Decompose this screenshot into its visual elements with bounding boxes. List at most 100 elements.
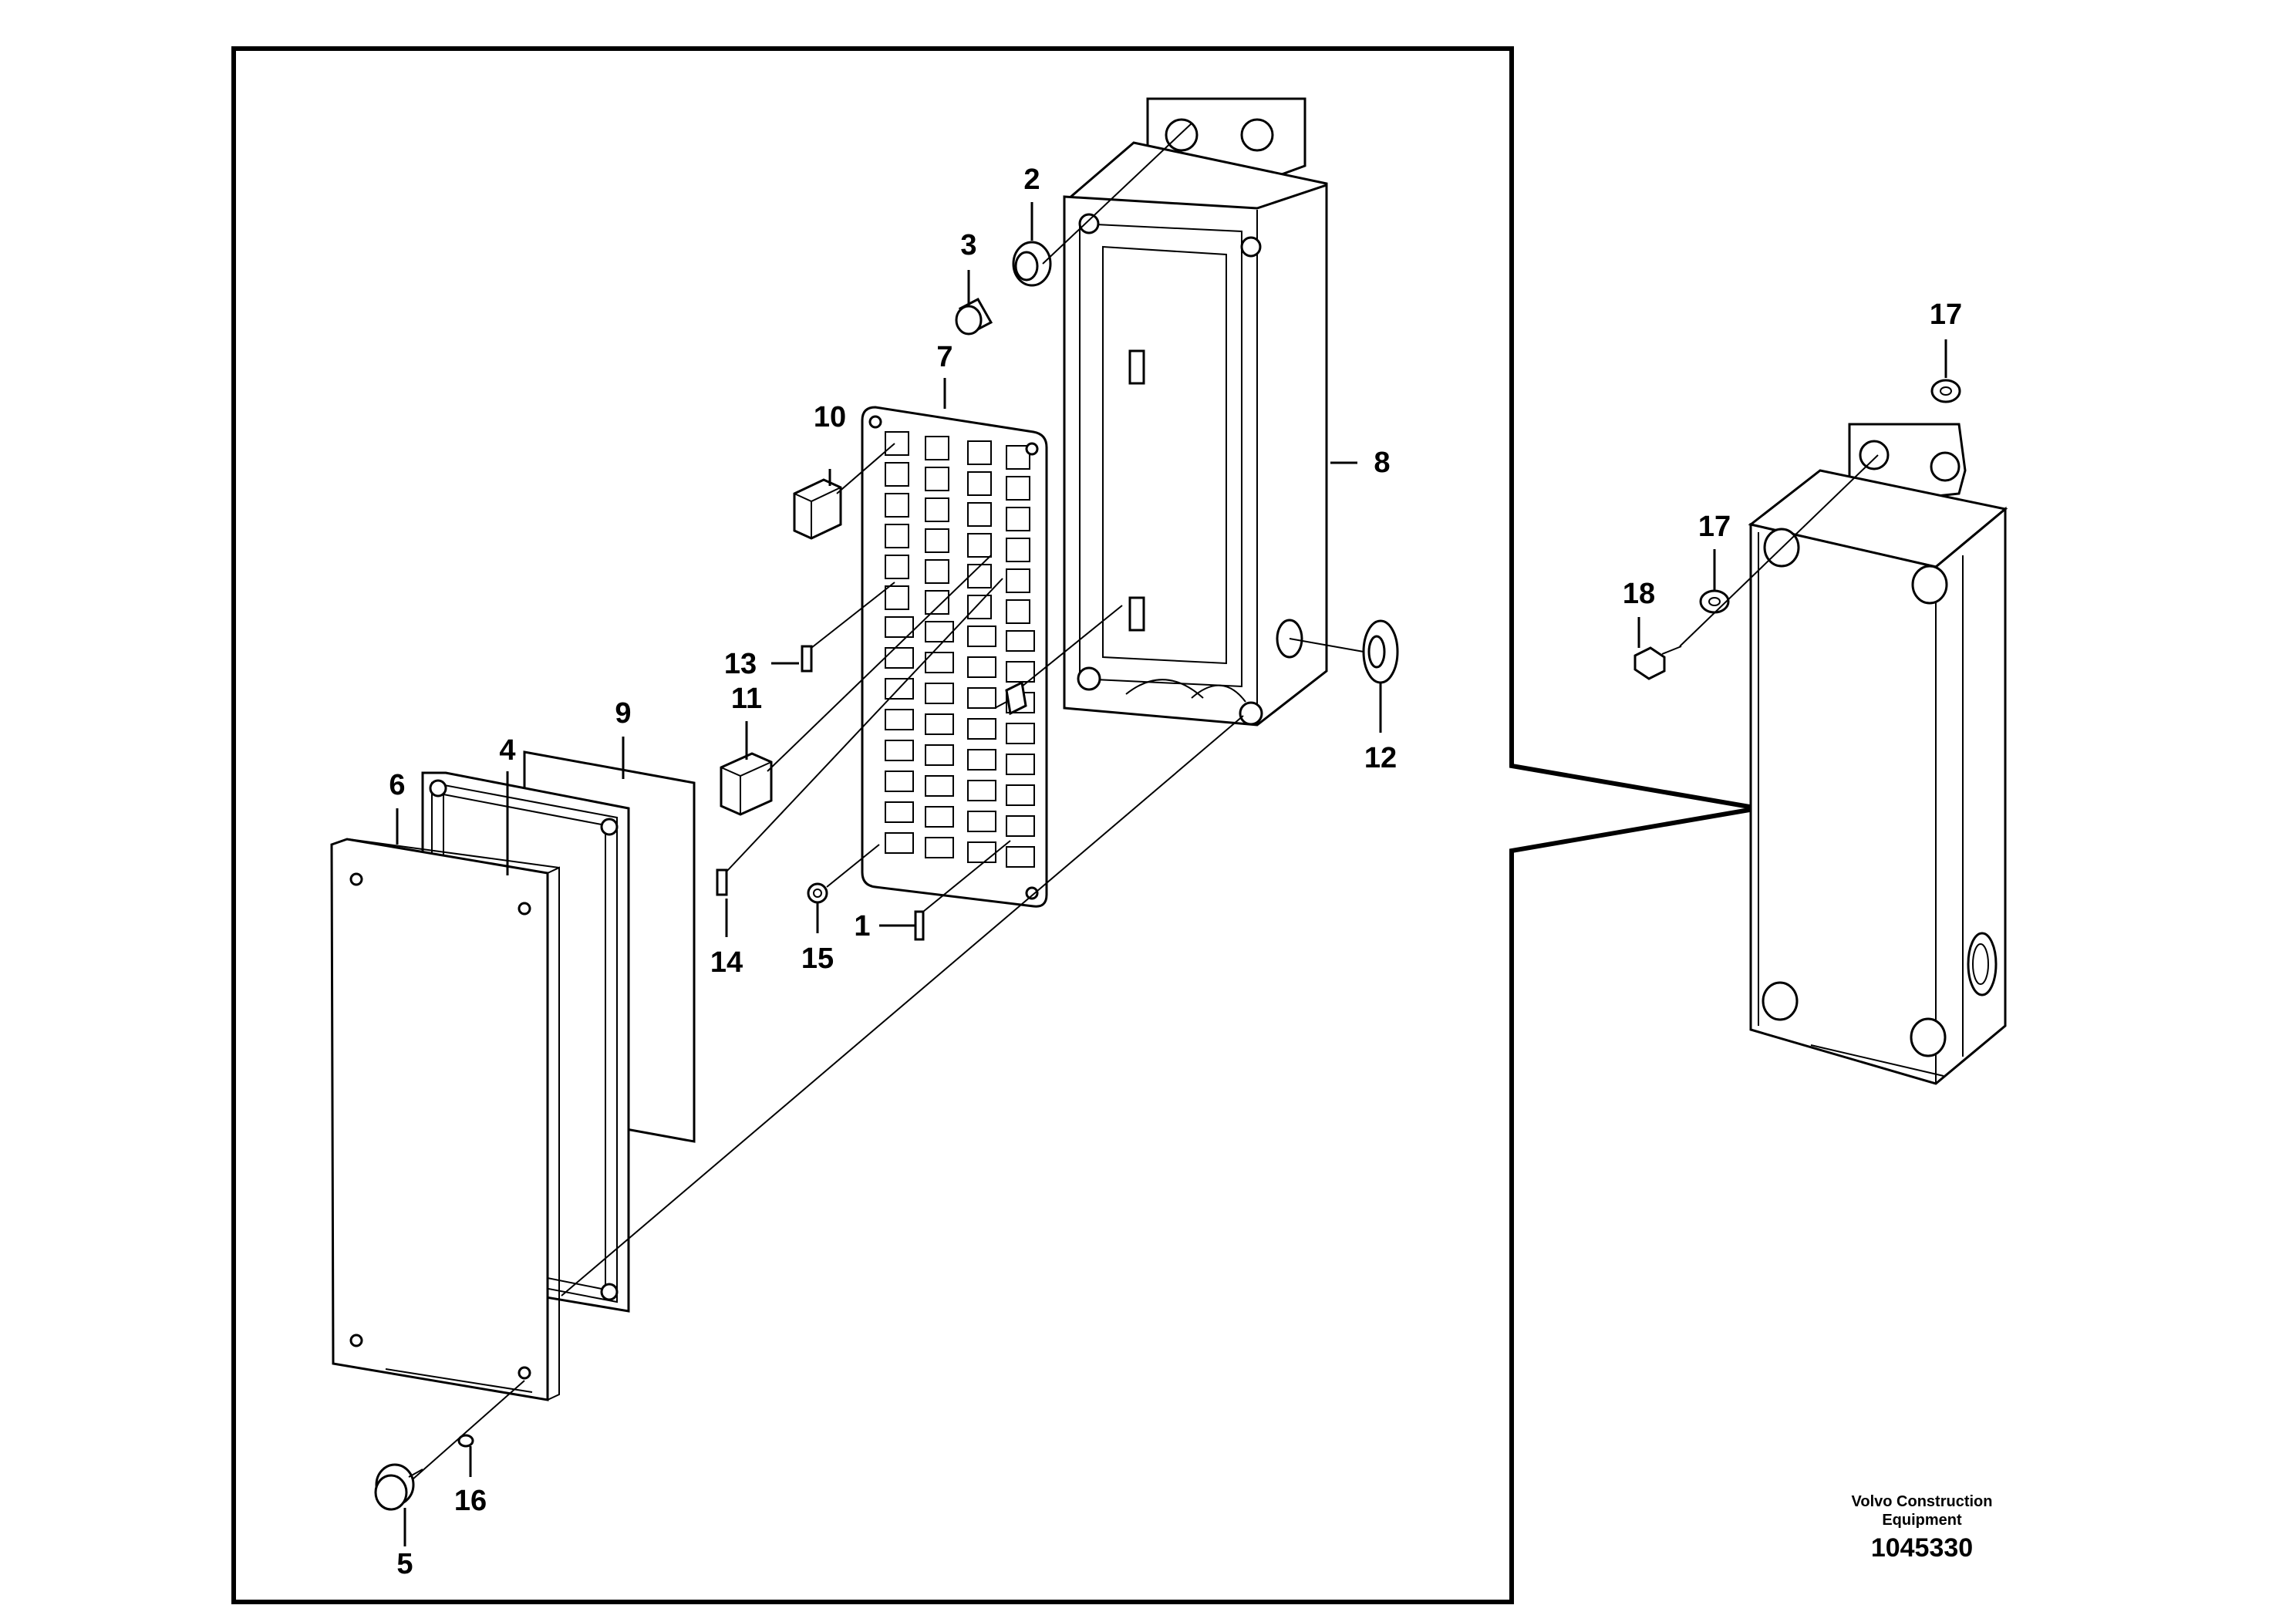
board-component (1006, 754, 1035, 775)
assembly-line-relay11 (767, 555, 992, 772)
callout-8: 8 (1374, 447, 1390, 479)
board-component (925, 652, 954, 673)
callout-15: 15 (801, 943, 834, 975)
fuse-14 (716, 868, 728, 896)
assembly-line-standoff (1021, 605, 1123, 687)
board-component (925, 713, 954, 735)
board-component (1006, 445, 1030, 470)
grommet-12 (1362, 619, 1399, 684)
board-component (885, 740, 914, 761)
board-component (967, 626, 996, 647)
fuse-box-housing (1063, 97, 1328, 727)
board-component (967, 656, 996, 678)
board-component (885, 524, 909, 548)
plug-3 (955, 297, 993, 336)
board-component (967, 780, 996, 801)
board-component (885, 462, 909, 487)
board-component (885, 585, 909, 610)
board-component (967, 718, 996, 740)
callout-17-mid: 17 (1698, 511, 1731, 543)
board-component (1006, 599, 1030, 624)
callout-12: 12 (1364, 742, 1397, 774)
board-component (925, 806, 954, 828)
company-name-line1: Volvo Construction (1852, 1493, 1993, 1510)
assembly-line-relay10 (836, 443, 895, 494)
callout-2: 2 (1023, 164, 1040, 196)
callout-4: 4 (499, 734, 515, 767)
grommet-2 (1012, 241, 1052, 287)
leader-lines (396, 202, 1947, 1546)
board-component (1006, 538, 1030, 562)
board-component (885, 431, 909, 456)
board-component (885, 832, 914, 854)
board-component (925, 497, 949, 522)
board-component (1006, 507, 1030, 531)
callout-11: 11 (731, 683, 762, 715)
washer-16 (457, 1434, 474, 1448)
assembly-line-corner (561, 715, 1244, 1297)
board-component (925, 436, 949, 460)
detail-frame (231, 46, 1759, 1604)
callout-13: 13 (724, 648, 757, 680)
callout-14: 14 (710, 946, 743, 979)
assembly-line-knob (412, 1380, 525, 1480)
board-component (967, 749, 996, 771)
callout-1: 1 (854, 910, 870, 943)
board-component (925, 683, 954, 704)
knob-5 (374, 1463, 423, 1511)
callout-5: 5 (396, 1548, 413, 1580)
assembly-line-housing (1042, 123, 1192, 265)
board-component (967, 533, 992, 558)
callout-18: 18 (1623, 578, 1655, 610)
board-component (967, 564, 992, 588)
assembly-line-screw (826, 844, 880, 888)
assembled-box-view (1748, 423, 2008, 1085)
board-component (967, 502, 992, 527)
board-component (885, 709, 914, 730)
callout-17-top: 17 (1930, 298, 1962, 331)
board-component (1006, 815, 1035, 837)
callout-16: 16 (454, 1485, 487, 1517)
assembly-line-fuse14 (726, 578, 1003, 872)
board-component (885, 771, 914, 792)
board-component (1006, 661, 1035, 683)
relay-10 (793, 478, 842, 540)
board-component (885, 801, 914, 823)
bolt-18 (1633, 646, 1682, 680)
cover-6 (330, 838, 560, 1401)
board-component (885, 678, 914, 700)
callout-7: 7 (936, 341, 952, 373)
board-component (967, 471, 992, 496)
board-component (885, 493, 909, 518)
pin-1 (914, 910, 925, 941)
washer-17-top (1930, 379, 1961, 403)
company-name-line2: Equipment (1882, 1512, 1962, 1529)
board-component (925, 775, 954, 797)
board-component (1006, 846, 1035, 868)
drawing-number: 1045330 (1871, 1533, 1973, 1563)
assembly-line-pin (922, 840, 1011, 912)
board-component (885, 616, 914, 638)
board-component (967, 687, 996, 709)
assembly-line-fuse13 (811, 582, 895, 649)
board-component (1006, 723, 1035, 744)
callout-labels: 1 2 3 4 5 6 7 8 9 10 11 12 13 14 15 16 1… (389, 164, 1962, 1580)
board-component (1006, 568, 1030, 593)
standoff (994, 680, 1027, 716)
board-component (967, 811, 996, 832)
board-component (885, 555, 909, 579)
assembly-line-grommet (1289, 638, 1364, 653)
washer-17-mid (1699, 589, 1730, 614)
assembly-line-bolt (1679, 454, 1879, 647)
board-component (967, 595, 992, 619)
board-component (925, 528, 949, 553)
callout-9: 9 (615, 697, 631, 730)
board-component (925, 744, 954, 766)
fuse-13 (801, 645, 813, 673)
board-component (925, 467, 949, 491)
board-component (1006, 630, 1035, 652)
board-component (1006, 784, 1035, 806)
circuit-board (861, 406, 1048, 908)
board-component (925, 559, 949, 584)
